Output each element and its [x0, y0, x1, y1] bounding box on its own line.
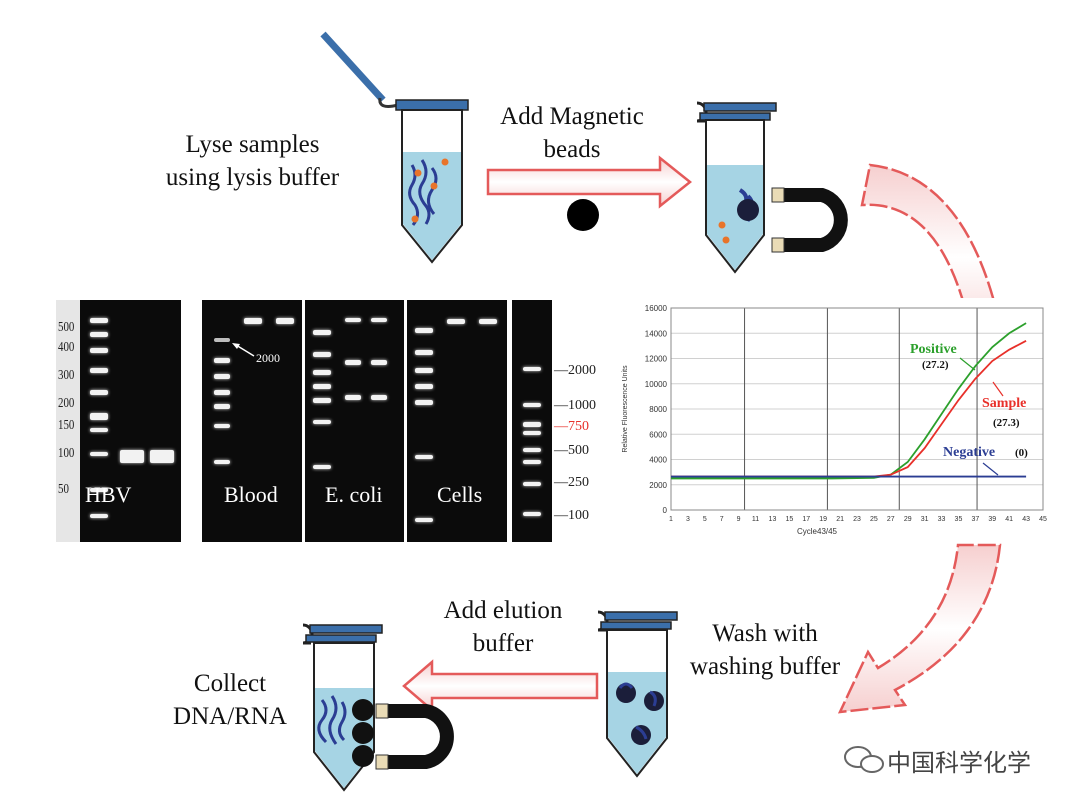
x-tick-label: 27 [887, 516, 895, 523]
y-tick-label: 2000 [649, 481, 667, 490]
gel-panel-blood: 2000 Blood [202, 300, 302, 542]
y-tick-label: 4000 [649, 456, 667, 465]
y-tick-label: 8000 [649, 405, 667, 414]
gel-label-hbv: HBV [85, 482, 132, 507]
gel-label-blood: Blood [224, 482, 278, 507]
annotation-arrow [959, 357, 976, 371]
step-lyse-label: Lyse samples using lysis buffer [165, 131, 340, 191]
left-ladder-label: 400 [58, 340, 75, 355]
left-ladder-label: 100 [58, 446, 75, 461]
x-tick-label: 41 [1005, 516, 1013, 523]
x-tick-label: 33 [938, 516, 946, 523]
y-axis-label: Relative Fluorescence Units [622, 365, 629, 453]
x-tick-label: 45 [1039, 516, 1047, 523]
x-tick-label: 15 [785, 516, 793, 523]
curved-arrow-to-wash [837, 543, 1002, 714]
x-tick-label: 37 [971, 516, 979, 523]
x-tick-label: 23 [853, 516, 861, 523]
step-add-beads-label: Add Magnetic beads [500, 103, 644, 163]
x-tick-label: 25 [870, 516, 878, 523]
step-collect-label: Collect DNA/RNA [173, 670, 287, 730]
x-tick-label: 19 [819, 516, 827, 523]
x-tick-label: 43 [1022, 516, 1030, 523]
step-wash-label: Wash with washing buffer [689, 620, 841, 680]
annotation-value-negative: (0) [1015, 447, 1028, 459]
right-ladder-label: —750 [554, 419, 589, 434]
annotation-positive: Positive [910, 342, 957, 357]
right-ladder-label: —250 [554, 475, 589, 490]
lysis-tube [320, 31, 469, 264]
bead-binding-tube [696, 101, 848, 274]
gel-label-cells: Cells [437, 482, 483, 507]
y-tick-label: 10000 [645, 380, 668, 389]
x-axis-label: Cycle43/45 [797, 527, 838, 536]
wash-tube [597, 610, 678, 778]
y-tick-label: 16000 [645, 304, 668, 313]
x-tick-label: 1 [669, 516, 673, 523]
right-ladder-label: —2000 [554, 363, 596, 378]
y-tick-label: 14000 [645, 329, 668, 338]
x-tick-label: 17 [802, 516, 810, 523]
gel-panel-hbv: HBV [80, 300, 181, 542]
blood-marker-2000: 2000 [256, 351, 280, 365]
annotation-value-positive: (27.2) [922, 359, 949, 371]
right-ladder-label: —100 [554, 508, 589, 523]
left-ladder-label: 150 [58, 418, 75, 433]
right-ladder-label: —500 [554, 443, 589, 458]
left-ladder-label: 300 [58, 368, 75, 383]
x-tick-label: 7 [720, 516, 724, 523]
x-tick-label: 39 [988, 516, 996, 523]
gel-size-strip [56, 300, 80, 542]
plot-frame [670, 307, 1044, 511]
series-line-positive [671, 322, 1027, 480]
gel-panel-cells: Cells [407, 300, 507, 542]
magnetic-bead-icon [567, 199, 599, 231]
watermark-text: 中国科学化学 [887, 749, 1031, 777]
annotation-arrow [992, 381, 1004, 397]
left-ladder-label: 500 [58, 320, 75, 335]
y-tick-label: 6000 [649, 430, 667, 439]
left-ladder-sizes: 500 400 300 200 150 100 50 [58, 300, 82, 542]
x-tick-label: 31 [921, 516, 929, 523]
x-tick-label: 21 [836, 516, 844, 523]
collect-tube [302, 623, 454, 792]
x-tick-label: 11 [752, 516, 759, 523]
x-tick-label: 5 [703, 516, 707, 523]
x-tick-label: 9 [737, 516, 741, 523]
x-tick-label: 13 [769, 516, 777, 523]
left-ladder-label: 200 [58, 396, 75, 411]
x-tick-label: 35 [955, 516, 963, 523]
annotation-value-sample: (27.3) [993, 417, 1020, 429]
annotation-arrow [982, 462, 999, 476]
arrow-add-beads [486, 155, 693, 209]
x-tick-label: 29 [904, 516, 912, 523]
y-tick-label: 12000 [645, 355, 668, 364]
x-tick-label: 3 [686, 516, 690, 523]
gel-panel-ladder [512, 300, 552, 542]
arrow-add-elution [402, 659, 599, 713]
annotation-sample: Sample [982, 396, 1026, 411]
left-ladder-label: 50 [58, 482, 69, 497]
annotation-negative: Negative [943, 445, 995, 460]
gel-label-ecoli: E. coli [325, 482, 383, 507]
step-add-elution-label: Add elution buffer [443, 597, 563, 657]
gel-panel-ecoli: E. coli [305, 300, 404, 542]
y-tick-label: 0 [663, 506, 668, 515]
wechat-icon [844, 746, 884, 773]
right-ladder-label: —1000 [554, 398, 596, 413]
